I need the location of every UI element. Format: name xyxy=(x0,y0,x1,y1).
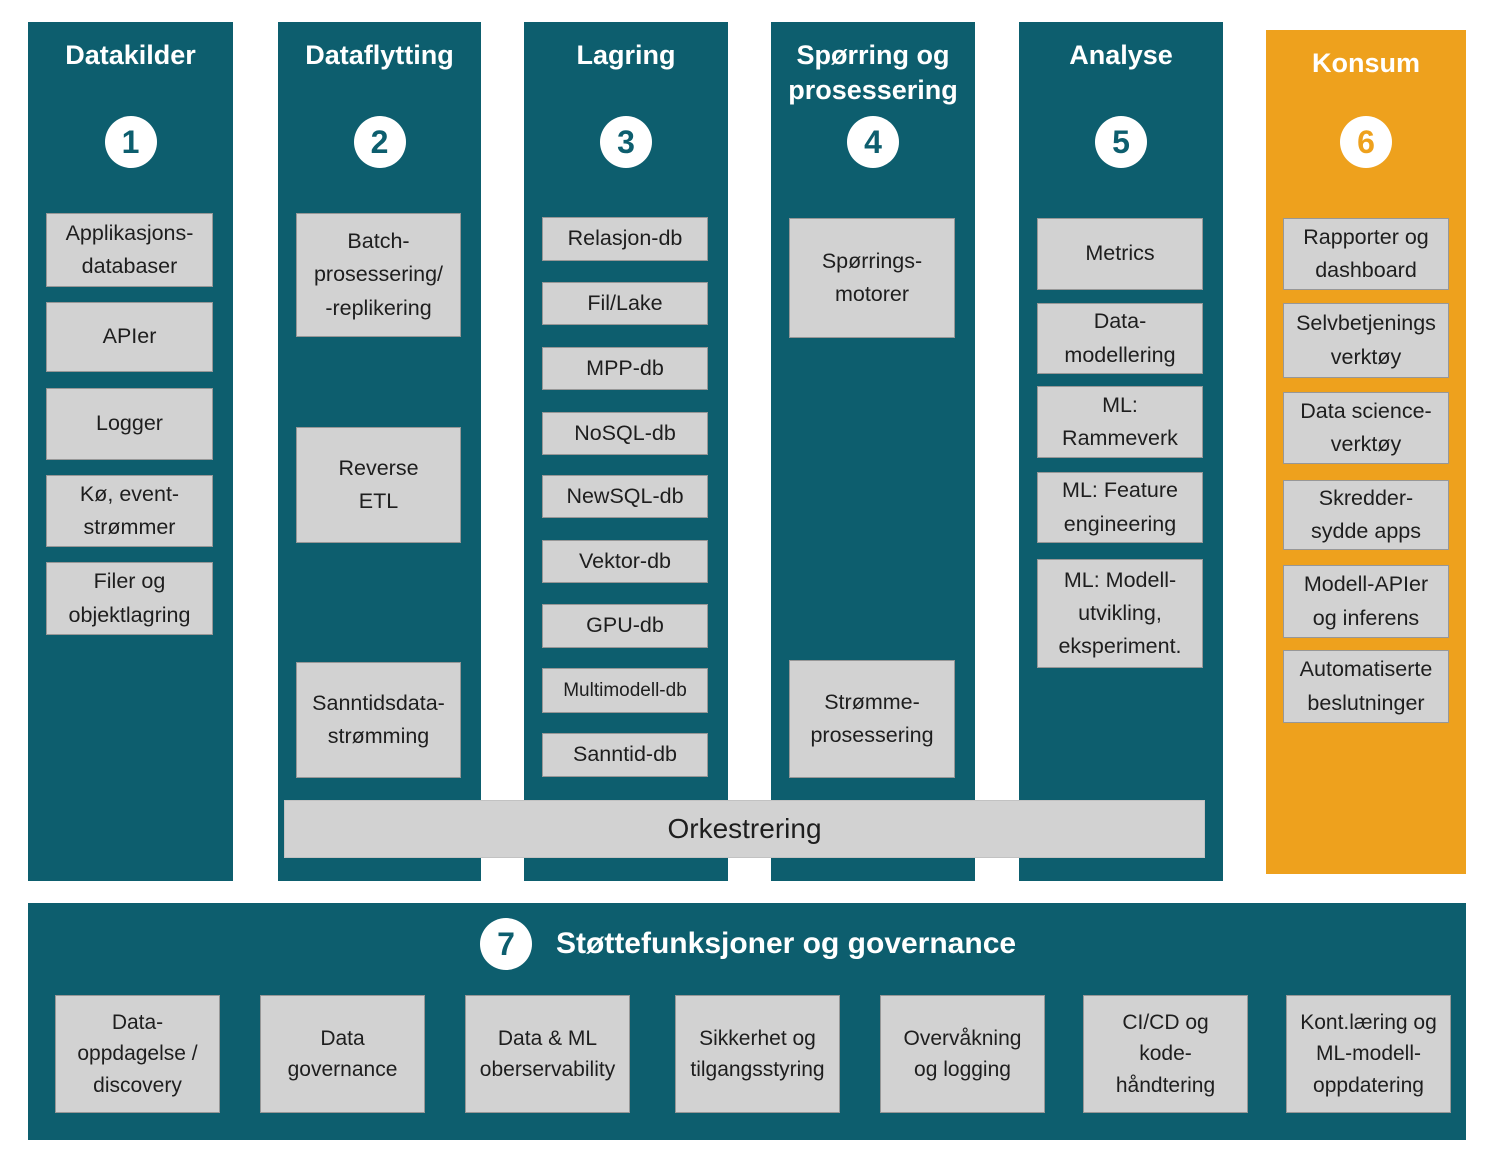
column-title: Konsum xyxy=(1312,48,1420,78)
governance-band: 7 Støttefunksjoner og governance Data- o… xyxy=(28,903,1466,1140)
diagram-box: Spørrings- motorer xyxy=(789,218,955,338)
diagram-box: Vektor-db xyxy=(542,540,708,583)
step-2-badge: 2 xyxy=(353,116,406,168)
diagram-box: Multimodell-db xyxy=(542,668,708,713)
step-4-badge: 4 xyxy=(847,116,899,168)
diagram-box: Filer og objektlagring xyxy=(46,562,213,635)
diagram-box: Modell-APIer og inferens xyxy=(1283,565,1449,638)
diagram-box: NoSQL-db xyxy=(542,412,708,455)
diagram-box: Skredder- sydde apps xyxy=(1283,480,1449,550)
diagram-box: MPP-db xyxy=(542,347,708,390)
column-title: Spørring og prosessering xyxy=(788,40,958,105)
diagram-box: Sanntidsdata- strømming xyxy=(296,662,461,778)
governance-title: Støttefunksjoner og governance xyxy=(556,927,1017,960)
governance-header: 7 Støttefunksjoner og governance xyxy=(480,916,1016,972)
column-title: Datakilder xyxy=(65,40,196,70)
diagram-box: APIer xyxy=(46,302,213,372)
step-6-badge: 6 xyxy=(1340,116,1392,168)
diagram-box: Batch- prosessering/ -replikering xyxy=(296,213,461,337)
diagram-box: Sanntid-db xyxy=(542,733,708,777)
diagram-box: NewSQL-db xyxy=(542,475,708,518)
column-title: Lagring xyxy=(576,40,676,70)
diagram-box: GPU-db xyxy=(542,604,708,648)
diagram-box: ML: Modell- utvikling, eksperiment. xyxy=(1037,559,1203,668)
diagram-box: Strømme- prosessering xyxy=(789,660,955,778)
diagram-box: Fil/Lake xyxy=(542,282,708,325)
diagram-box: Data governance xyxy=(260,995,425,1113)
diagram-box: Sikkerhet og tilgangsstyring xyxy=(675,995,840,1113)
diagram-box: ML: Feature engineering xyxy=(1037,472,1203,543)
diagram-box: Rapporter og dashboard xyxy=(1283,218,1449,290)
diagram-box: Logger xyxy=(46,388,213,460)
step-3-badge: 3 xyxy=(600,116,652,168)
diagram-box: Data- oppdagelse / discovery xyxy=(55,995,220,1113)
diagram-box: ML: Rammeverk xyxy=(1037,386,1203,458)
column-konsum: Konsum 6 Rapporter og dashboard Selvbetj… xyxy=(1266,30,1466,874)
diagram-box: Data science- verktøy xyxy=(1283,392,1449,464)
column-lagring: Lagring 3 Relasjon-db Fil/Lake MPP-db No… xyxy=(524,22,728,881)
diagram-box: Kont.læring og ML-modell- oppdatering xyxy=(1286,995,1451,1113)
step-5-badge: 5 xyxy=(1095,116,1147,168)
diagram-box: Reverse ETL xyxy=(296,427,461,543)
diagram-box: Metrics xyxy=(1037,218,1203,290)
column-sporring-prosessering: Spørring og prosessering 4 Spørrings- mo… xyxy=(771,22,975,881)
orchestration-bar: Orkestrering xyxy=(284,800,1205,858)
column-title: Dataflytting xyxy=(305,40,454,70)
column-title: Analyse xyxy=(1069,40,1173,70)
diagram-box: Data & ML oberservability xyxy=(465,995,630,1113)
diagram-box: Applikasjons- databaser xyxy=(46,213,213,287)
diagram-box: CI/CD og kode- håndtering xyxy=(1083,995,1248,1113)
diagram-box: Relasjon-db xyxy=(542,217,708,261)
column-datakilder: Datakilder 1 Applikasjons- databaser API… xyxy=(28,22,233,881)
step-7-badge: 7 xyxy=(480,918,532,970)
diagram-box: Selvbetjenings verktøy xyxy=(1283,303,1449,378)
column-dataflytting: Dataflytting 2 Batch- prosessering/ -rep… xyxy=(278,22,481,881)
step-1-badge: 1 xyxy=(104,116,157,168)
diagram-box: Data- modellering xyxy=(1037,303,1203,374)
diagram-box: Overvåkning og logging xyxy=(880,995,1045,1113)
diagram-box: Automatiserte beslutninger xyxy=(1283,650,1449,723)
column-analyse: Analyse 5 Metrics Data- modellering ML: … xyxy=(1019,22,1223,881)
diagram-box: Kø, event- strømmer xyxy=(46,475,213,547)
